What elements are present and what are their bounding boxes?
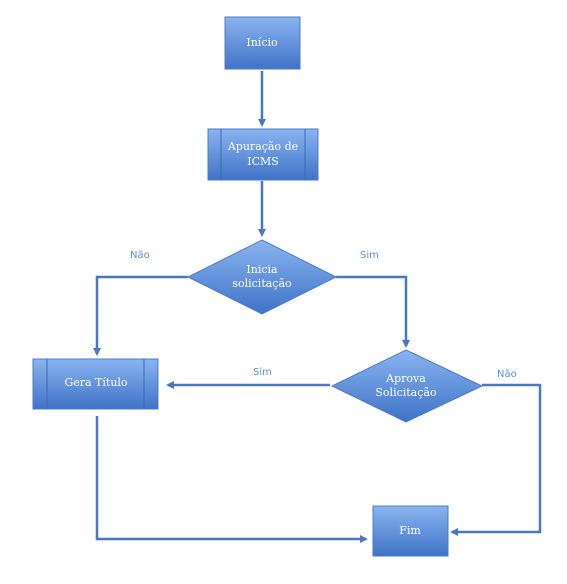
- edges: [93, 71, 542, 543]
- node-inicia-label-line2: solicitação: [232, 277, 292, 290]
- node-gera-label: Gera Título: [64, 376, 127, 389]
- edge-gera-fim: [95, 416, 368, 543]
- node-inicia-label-line1: Inicia: [246, 263, 278, 276]
- edge-inicia-aprova-sim: [336, 275, 410, 348]
- node-apuracao-label-line1: Apuração de: [227, 140, 298, 153]
- edge-label-sim-right: Sim: [360, 250, 379, 261]
- node-gera: Gera Título: [32, 358, 159, 410]
- edge-label-sim-mid: Sim: [253, 367, 272, 378]
- node-inicia: Inicia solicitação: [186, 239, 338, 315]
- node-fim-label: Fim: [399, 524, 421, 537]
- edge-label-nao-right: Não: [497, 369, 517, 380]
- node-apuracao-label-line2: ICMS: [247, 155, 279, 168]
- node-aprova: Aprova Solicitação: [330, 349, 484, 423]
- node-fim: Fim: [372, 505, 449, 557]
- edge-label-nao-left: Não: [130, 250, 150, 261]
- edge-inicia-gera-nao: [93, 275, 188, 356]
- node-inicio: Início: [224, 16, 301, 70]
- node-aprova-label-line1: Aprova: [385, 372, 426, 385]
- node-aprova-label-line2: Solicitação: [375, 386, 437, 399]
- edge-aprova-fim-nao: [450, 383, 542, 536]
- node-inicio-label: Início: [246, 36, 278, 49]
- node-apuracao: Apuração de ICMS: [207, 128, 319, 181]
